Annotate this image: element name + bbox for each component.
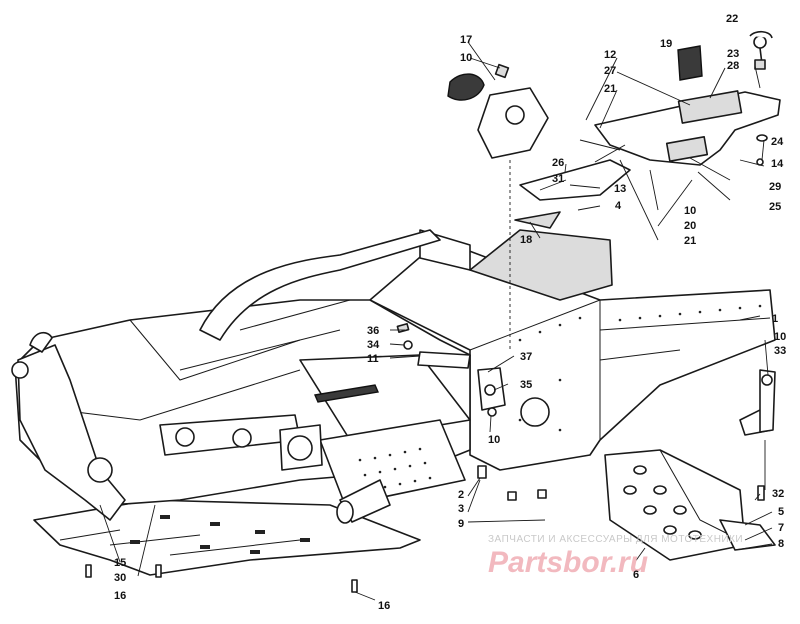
callout-33: 33 xyxy=(774,345,786,357)
callout-10: 10 xyxy=(774,331,786,343)
callout-24: 24 xyxy=(771,136,784,148)
callout-13: 13 xyxy=(614,183,626,195)
callout-27: 27 xyxy=(604,65,616,77)
callout-23: 23 xyxy=(727,48,739,60)
belly-pan xyxy=(33,499,421,576)
watermark-tagline: ЗАПЧАСТИ И АКСЕССУАРЫ ДЛЯ МОТОТЕХНИКИ xyxy=(488,534,743,545)
callout-14: 14 xyxy=(771,158,784,170)
front-frame xyxy=(11,229,471,524)
hardware xyxy=(29,323,765,593)
callout-22: 22 xyxy=(726,13,738,25)
callout-18: 18 xyxy=(520,234,532,246)
callout-29: 29 xyxy=(769,181,781,193)
callout-16: 16 xyxy=(378,600,390,612)
callout-30: 30 xyxy=(114,572,126,584)
callout-31: 31 xyxy=(552,173,564,185)
callout-34: 34 xyxy=(367,339,380,351)
callout-11: 11 xyxy=(367,353,379,365)
upper-bracket xyxy=(514,30,781,229)
callout-21: 21 xyxy=(684,235,696,247)
callout-16: 16 xyxy=(114,590,126,602)
watermark: ЗАПЧАСТИ И АКСЕССУАРЫ ДЛЯ МОТОТЕХНИКИ Pa… xyxy=(488,534,743,579)
callout-10: 10 xyxy=(488,434,500,446)
callout-6: 6 xyxy=(633,569,639,581)
callout-9: 9 xyxy=(458,518,464,530)
watermark-logo: Partsbor.ru xyxy=(488,546,648,579)
callout-3: 3 xyxy=(458,503,464,515)
callout-2: 2 xyxy=(458,489,464,501)
callout-4: 4 xyxy=(615,200,622,212)
rear-footrest xyxy=(604,369,776,561)
callout-35: 35 xyxy=(520,379,532,391)
callouts: 22 17 10 19 12 27 23 28 21 24 26 31 14 1… xyxy=(114,13,786,612)
callout-25: 25 xyxy=(769,201,781,213)
callout-10: 10 xyxy=(460,52,472,64)
callout-21: 21 xyxy=(604,83,616,95)
callout-8: 8 xyxy=(778,538,784,550)
callout-12: 12 xyxy=(604,49,616,61)
callout-5: 5 xyxy=(778,506,784,518)
steering-tower xyxy=(447,63,549,159)
chassis-tunnel xyxy=(369,229,776,471)
callout-15: 15 xyxy=(114,557,126,569)
callout-17: 17 xyxy=(460,34,472,46)
callout-37: 37 xyxy=(520,351,532,363)
callout-28: 28 xyxy=(727,60,739,72)
callout-36: 36 xyxy=(367,325,379,337)
callout-10: 10 xyxy=(684,205,696,217)
callout-20: 20 xyxy=(684,220,696,232)
callout-19: 19 xyxy=(660,38,672,50)
callout-7: 7 xyxy=(778,522,784,534)
callout-1: 1 xyxy=(772,313,778,325)
leader-lines xyxy=(99,41,773,601)
callout-26: 26 xyxy=(552,157,564,169)
callout-32: 32 xyxy=(772,488,784,500)
